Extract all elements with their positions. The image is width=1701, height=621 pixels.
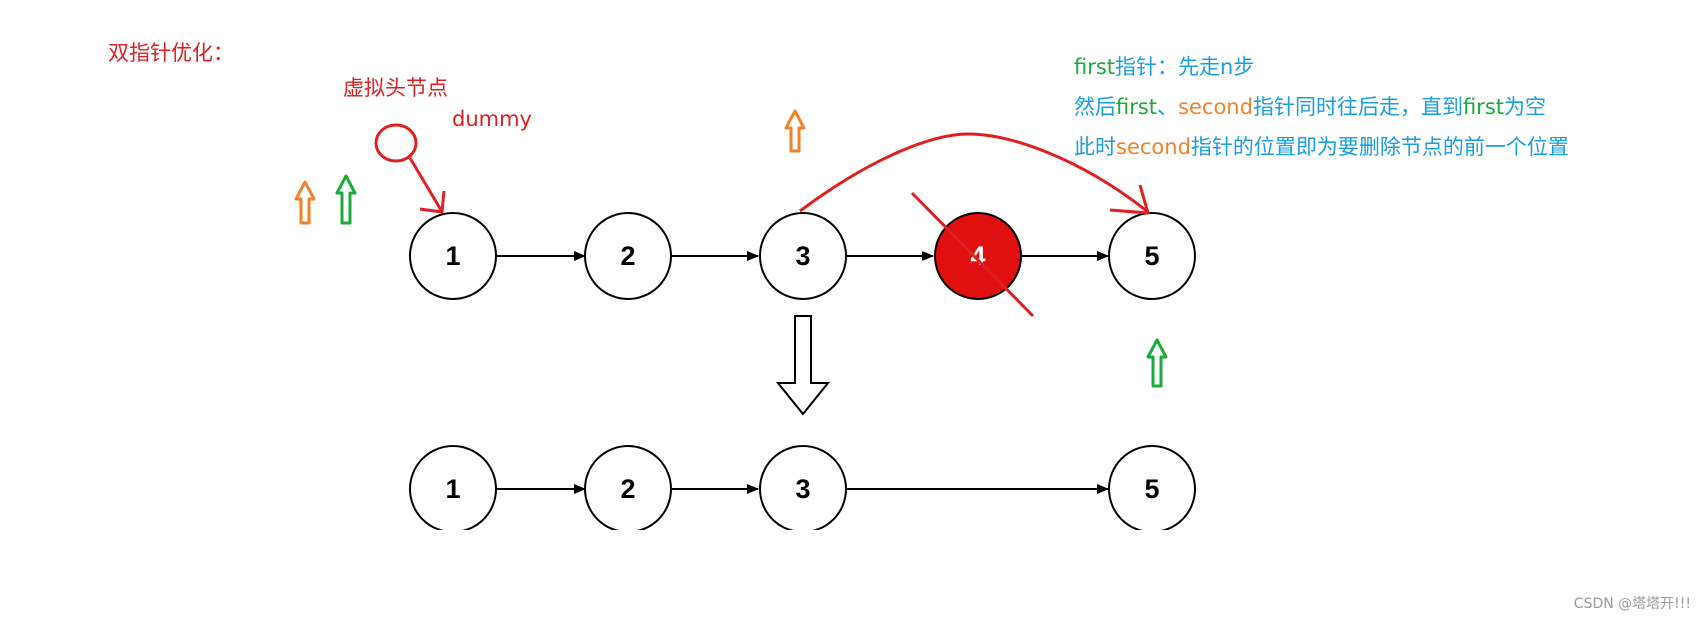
list-node: 1 bbox=[409, 212, 497, 300]
note-text: 此时 bbox=[1074, 135, 1116, 159]
list-node: 3 bbox=[759, 212, 847, 300]
list-node: 5 bbox=[1108, 445, 1196, 533]
note-text: 指针同时往后走，直到 bbox=[1252, 95, 1463, 119]
pointer-arrow-up-icon bbox=[294, 180, 316, 225]
note-text: 、 bbox=[1157, 95, 1179, 119]
note-line-2: 然后first、second指针同时往后走，直到first为空 bbox=[1074, 94, 1546, 120]
list-node: 2 bbox=[584, 445, 672, 533]
node-value: 5 bbox=[1144, 474, 1159, 504]
node-value: 2 bbox=[620, 474, 635, 504]
first-keyword: first bbox=[1116, 95, 1158, 119]
pointer-arrow-up-icon bbox=[335, 174, 357, 225]
list-node: 3 bbox=[759, 445, 847, 533]
node-value: 2 bbox=[620, 241, 635, 271]
node-value: 1 bbox=[445, 241, 460, 271]
note-text: 然后 bbox=[1074, 95, 1116, 119]
node-value: 3 bbox=[795, 474, 810, 504]
first-keyword: first bbox=[1074, 55, 1116, 79]
transform-arrow-down-icon bbox=[775, 315, 831, 416]
top-list: 1 2 3 4 5 bbox=[409, 191, 1196, 318]
skip-arrowhead bbox=[1109, 184, 1150, 215]
note-text: 指针：先走n步 bbox=[1115, 55, 1255, 79]
dummy-label-cn: 虚拟头节点 bbox=[343, 76, 448, 100]
crop-mask bbox=[1196, 205, 1208, 307]
note-text: 指针的位置即为要删除节点的前一个位置 bbox=[1190, 135, 1569, 159]
node-value: 1 bbox=[445, 474, 460, 504]
heading: 双指针优化： bbox=[108, 41, 234, 65]
note-text: 为空 bbox=[1504, 95, 1546, 119]
note-line-3: 此时second指针的位置即为要删除节点的前一个位置 bbox=[1074, 134, 1569, 160]
crop-mask bbox=[1196, 438, 1208, 540]
bottom-list: 1 2 3 5 bbox=[409, 445, 1196, 533]
dummy-arrowhead bbox=[419, 190, 446, 214]
list-node: 5 bbox=[1108, 212, 1196, 300]
list-node-removed: 4 bbox=[934, 212, 1022, 300]
note-line-1: first指针：先走n步 bbox=[1074, 54, 1254, 80]
node-value: 5 bbox=[1144, 241, 1159, 271]
node-value: 3 bbox=[795, 241, 810, 271]
list-node: 1 bbox=[409, 445, 497, 533]
second-keyword: second bbox=[1178, 95, 1253, 119]
list-node: 2 bbox=[584, 212, 672, 300]
crop-mask bbox=[400, 530, 1220, 546]
pointer-arrow-up-icon bbox=[1146, 338, 1168, 388]
dummy-pointer bbox=[374, 123, 446, 214]
dummy-label-en: dummy bbox=[452, 107, 532, 131]
first-keyword: first bbox=[1462, 95, 1504, 119]
dummy-circle bbox=[374, 123, 418, 163]
skip-pointer bbox=[799, 132, 1150, 215]
second-keyword: second bbox=[1116, 135, 1191, 159]
pointer-arrow-up-icon bbox=[784, 109, 806, 153]
strike-mark bbox=[910, 191, 1035, 318]
watermark: CSDN @塔塔开!!! bbox=[1573, 596, 1691, 612]
